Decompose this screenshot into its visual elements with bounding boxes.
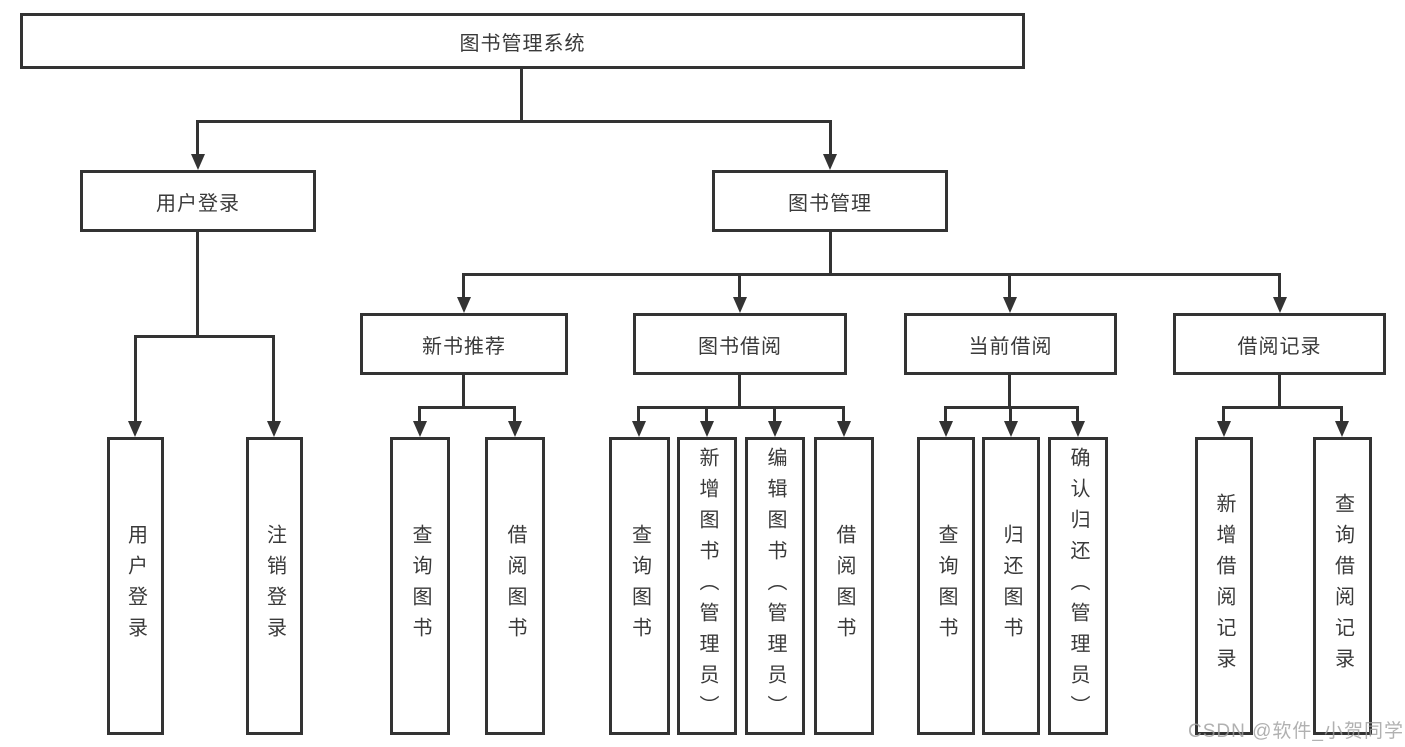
connector-line bbox=[1278, 273, 1281, 299]
connector-line bbox=[842, 406, 845, 423]
node-label: 用户登录 bbox=[156, 192, 240, 215]
node-user-login: 用户登录 bbox=[80, 170, 316, 232]
arrow-down-icon bbox=[1217, 421, 1231, 437]
node-label: 新增图书（管理员） bbox=[696, 446, 718, 726]
node-label: 图书管理系统 bbox=[459, 32, 586, 55]
node-label: 图书管理 bbox=[788, 192, 872, 215]
arrow-down-icon bbox=[413, 421, 427, 437]
node-leaf-query-books-borrowing: 查询图书 bbox=[609, 437, 670, 735]
node-label: 新增借阅记录 bbox=[1213, 493, 1235, 679]
connector-line bbox=[829, 120, 832, 156]
connector-line bbox=[134, 335, 137, 423]
arrow-down-icon bbox=[1004, 421, 1018, 437]
connector-line bbox=[1278, 375, 1281, 406]
connector-line bbox=[1222, 406, 1225, 423]
connector-line bbox=[944, 406, 947, 423]
connector-line bbox=[1008, 273, 1011, 299]
node-label: 确认归还（管理员） bbox=[1067, 446, 1089, 726]
arrow-down-icon bbox=[1003, 297, 1017, 313]
node-label: 借阅图书 bbox=[833, 524, 855, 648]
arrow-down-icon bbox=[191, 154, 205, 170]
connector-line bbox=[418, 406, 421, 423]
connector-line bbox=[738, 273, 741, 299]
node-label: 查询图书 bbox=[409, 524, 431, 648]
connector-line bbox=[462, 375, 465, 406]
arrow-down-icon bbox=[1071, 421, 1085, 437]
node-current-borrowing: 当前借阅 bbox=[904, 313, 1117, 375]
node-label: 借阅图书 bbox=[504, 524, 526, 648]
node-label: 图书借阅 bbox=[698, 335, 782, 358]
node-label: 借阅记录 bbox=[1237, 335, 1322, 358]
arrow-down-icon bbox=[733, 297, 747, 313]
node-leaf-query-borrow-record: 查询借阅记录 bbox=[1313, 437, 1372, 735]
connector-line bbox=[738, 375, 741, 406]
node-leaf-query-books-recommend: 查询图书 bbox=[390, 437, 450, 735]
connector-line bbox=[196, 120, 832, 123]
node-label: 注销登录 bbox=[263, 524, 286, 648]
arrow-down-icon bbox=[768, 421, 782, 437]
node-new-book-recommendation: 新书推荐 bbox=[360, 313, 568, 375]
connector-line bbox=[1340, 406, 1343, 423]
arrow-down-icon bbox=[700, 421, 714, 437]
connector-line bbox=[1222, 406, 1342, 409]
arrow-down-icon bbox=[128, 421, 142, 437]
connector-line bbox=[462, 273, 465, 299]
node-book-management: 图书管理 bbox=[712, 170, 948, 232]
node-label: 编辑图书（管理员） bbox=[764, 446, 786, 726]
node-leaf-borrow-books: 借阅图书 bbox=[814, 437, 874, 735]
node-leaf-confirm-return-admin: 确认归还（管理员） bbox=[1048, 437, 1108, 735]
node-leaf-edit-books-admin: 编辑图书（管理员） bbox=[745, 437, 805, 735]
connector-line bbox=[637, 406, 845, 409]
arrow-down-icon bbox=[939, 421, 953, 437]
node-leaf-return-books: 归还图书 bbox=[982, 437, 1040, 735]
node-library-management-system: 图书管理系统 bbox=[20, 13, 1025, 69]
node-label: 查询图书 bbox=[628, 524, 651, 648]
node-leaf-add-borrow-record: 新增借阅记录 bbox=[1195, 437, 1253, 735]
node-leaf-borrow-books-recommend: 借阅图书 bbox=[485, 437, 545, 735]
connector-line bbox=[1076, 406, 1079, 423]
csdn-watermark: CSDN @软件_小贺同学 bbox=[1188, 721, 1404, 742]
node-label: 新书推荐 bbox=[422, 335, 506, 358]
node-leaf-add-books-admin: 新增图书（管理员） bbox=[677, 437, 737, 735]
node-borrowing-records: 借阅记录 bbox=[1173, 313, 1386, 375]
connector-line bbox=[1008, 375, 1011, 406]
connector-line bbox=[829, 232, 832, 273]
node-label: 查询图书 bbox=[935, 524, 957, 648]
connector-line bbox=[513, 406, 516, 423]
arrow-down-icon bbox=[1273, 297, 1287, 313]
connector-line bbox=[462, 273, 1281, 276]
connector-line bbox=[134, 335, 275, 338]
arrow-down-icon bbox=[508, 421, 522, 437]
arrow-down-icon bbox=[267, 421, 281, 437]
connector-line bbox=[520, 69, 523, 120]
connector-line bbox=[1009, 406, 1012, 423]
arrow-down-icon bbox=[823, 154, 837, 170]
node-leaf-user-login: 用户登录 bbox=[107, 437, 164, 735]
node-label: 查询借阅记录 bbox=[1331, 493, 1354, 679]
node-label: 当前借阅 bbox=[968, 335, 1053, 358]
connector-line bbox=[705, 406, 708, 423]
node-leaf-query-books-current: 查询图书 bbox=[917, 437, 975, 735]
connector-line bbox=[637, 406, 640, 423]
arrow-down-icon bbox=[632, 421, 646, 437]
arrow-down-icon bbox=[457, 297, 471, 313]
arrow-down-icon bbox=[1335, 421, 1349, 437]
connector-line bbox=[418, 406, 516, 409]
node-book-borrowing: 图书借阅 bbox=[633, 313, 847, 375]
connector-line bbox=[196, 232, 199, 335]
node-label: 用户登录 bbox=[124, 524, 147, 648]
arrow-down-icon bbox=[837, 421, 851, 437]
connector-line bbox=[196, 120, 199, 156]
node-label: 归还图书 bbox=[1000, 524, 1022, 648]
node-leaf-logout: 注销登录 bbox=[246, 437, 303, 735]
connector-line bbox=[773, 406, 776, 423]
connector-line bbox=[272, 335, 275, 423]
